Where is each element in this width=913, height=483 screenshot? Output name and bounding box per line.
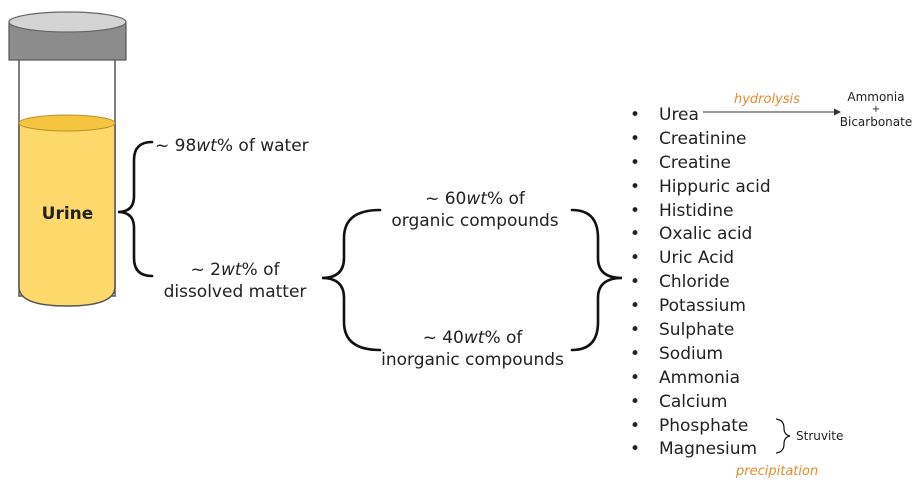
organic-fraction-text: ~ 60wt% of organic compounds — [391, 189, 559, 231]
hydrolysis-product-bicarbonate: Bicarbonate — [839, 115, 913, 129]
struvite-label: Struvite — [796, 429, 844, 443]
hydrolysis-products: Ammonia + Bicarbonate — [838, 90, 913, 129]
brace-compounds — [570, 208, 623, 352]
vial-cap-top — [8, 11, 127, 33]
precipitation-label: precipitation — [736, 464, 819, 479]
brace-struvite — [775, 418, 791, 454]
water-fraction-text: ~ 98wt% of water — [155, 136, 309, 156]
hydrolysis-arrow — [703, 108, 841, 116]
inorganic-fraction-text: ~ 40wt% of inorganic compounds — [381, 328, 564, 370]
vial — [8, 11, 127, 307]
dissolved-fraction-text: ~ 2wt% of dissolved matter — [163, 260, 307, 302]
vial-liquid — [18, 122, 116, 307]
vial-liquid-surface — [18, 114, 116, 132]
vial-label: Urine — [41, 204, 94, 224]
brace-urine — [117, 140, 154, 278]
hydrolysis-product-ammonia: Ammonia — [847, 90, 905, 104]
hydrolysis-label: hydrolysis — [734, 92, 800, 107]
brace-dissolved — [321, 208, 382, 352]
hydrolysis-product-plus: + — [871, 104, 881, 115]
